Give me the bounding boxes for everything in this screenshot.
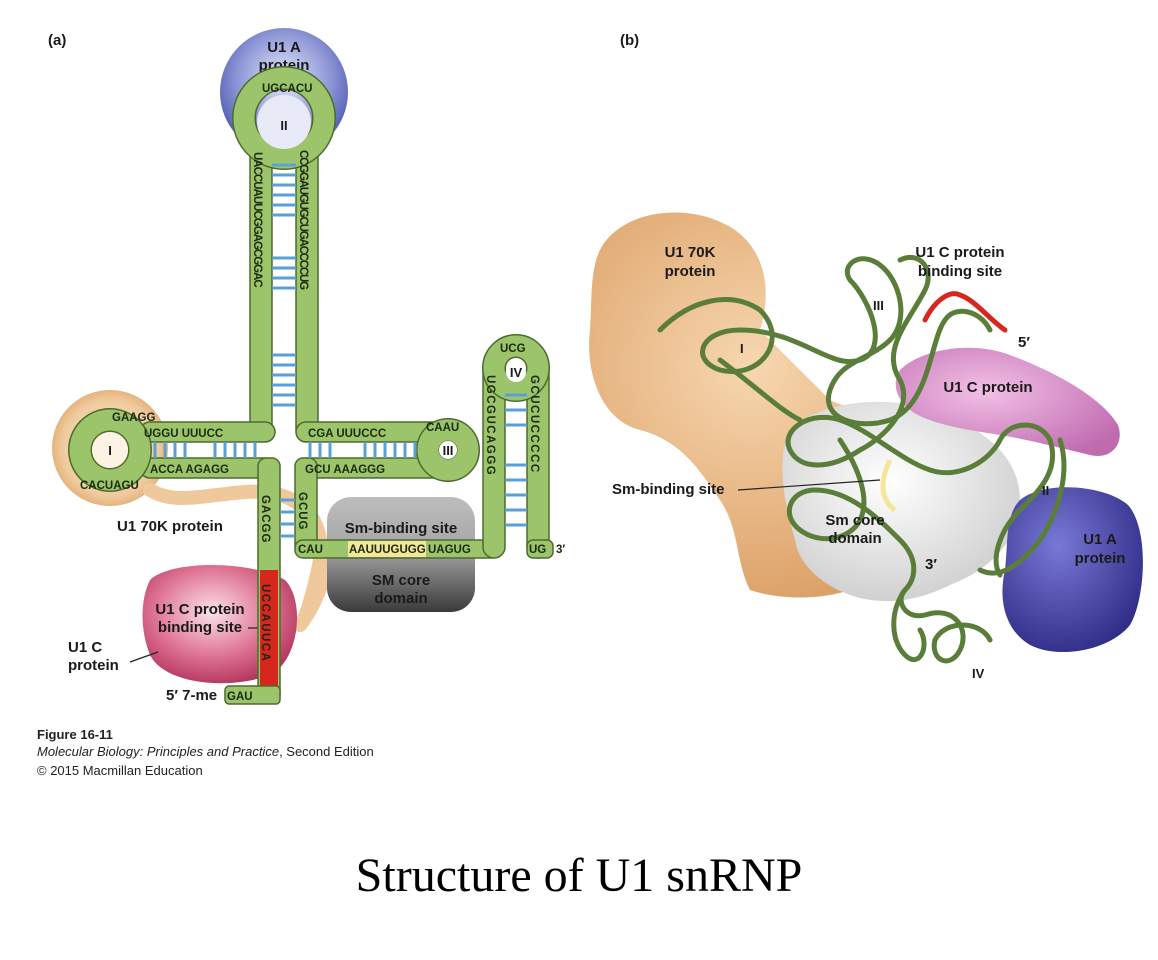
panel-a-label: (a) — [48, 32, 66, 49]
loop1-low-seq: CACUAGU — [80, 480, 139, 492]
red-site-seq: UCCAUUCA — [259, 584, 271, 662]
sm-seq-pre: CAU — [298, 544, 323, 556]
panel-b-label: (b) — [620, 32, 639, 49]
u1c-binding-site-label-1: U1 C protein — [155, 601, 244, 618]
stem3-bottom-seq: GCU AAAGGG — [305, 464, 385, 476]
u1a-label-b-2: protein — [1075, 550, 1126, 567]
five-prime-seq: GAU — [227, 691, 253, 703]
stem1-top-seq: UGGU UUUCC — [144, 428, 223, 440]
roman-i-b: I — [740, 341, 744, 356]
loop4-seq: UCG — [500, 343, 526, 355]
slide-title: Structure of U1 snRNP — [355, 849, 803, 902]
stem2-right-seq: CCGGAUGUGCUGACCCCUG — [297, 150, 309, 290]
stem3-top-seq: CGA UUUCCC — [308, 428, 386, 440]
u1a-label-b-1: U1 A — [1083, 531, 1117, 548]
figure-source-edition: , Second Edition — [279, 744, 374, 759]
u1c-protein-surface — [895, 347, 1120, 456]
loop3-seq: CAAU — [426, 422, 459, 434]
sm-core-label-2: domain — [374, 590, 427, 607]
roman-iv-b: IV — [972, 666, 985, 681]
sm-core-label-b-2: domain — [828, 530, 881, 547]
u1-70k-label: U1 70K protein — [117, 518, 223, 535]
five-prime-label: 5′ 7-me — [166, 687, 217, 704]
sm-core-label-1: SM core — [372, 572, 430, 589]
u1c-protein-label-b: U1 C protein — [943, 379, 1032, 396]
figure-source: Molecular Biology: Principles and Practi… — [37, 744, 374, 759]
u1a-protein-label-1: U1 A — [267, 39, 301, 56]
figure-copyright: © 2015 Macmillan Education — [37, 763, 203, 778]
u1a-protein-surface — [1002, 487, 1143, 653]
u1c-binding-site-red — [922, 291, 1008, 333]
stem4-right-seq: GCUCUCCCCC — [528, 375, 540, 474]
rna-tube — [657, 254, 1067, 664]
u1-70k-label-b-1: U1 70K — [665, 244, 716, 261]
u1c-site-label-1: U1 C protein — [915, 244, 1004, 261]
sm-seq-site: AAUUUGUGG — [349, 544, 426, 556]
sm-binding-site-leader-b — [737, 479, 881, 491]
loop-iii-label: III — [443, 443, 454, 458]
loop1-seq: GAAGG — [112, 412, 156, 424]
five-prime-b: 5′ — [1018, 334, 1030, 351]
roman-iii-b: III — [873, 298, 884, 313]
sm-core-label-b-1: Sm core — [825, 512, 884, 529]
figure-source-book: Molecular Biology: Principles and Practi… — [37, 744, 280, 759]
sm-binding-site-label-b: Sm-binding site — [612, 481, 725, 498]
u1c-site-label-2: binding site — [918, 263, 1002, 280]
loop-i-label: I — [108, 443, 112, 458]
loop-iv-label: IV — [510, 365, 523, 380]
loop-ii-label: II — [280, 118, 287, 133]
u1-70k-label-b-2: protein — [665, 263, 716, 280]
sm-seq-post: UAGUG — [428, 544, 471, 556]
u1c-protein-label-2: protein — [68, 657, 119, 674]
rna-secondary-structure — [68, 66, 554, 705]
central-right-seq: GCUG — [296, 492, 308, 531]
stem1-bottom-seq: ACCA AGAGG — [150, 464, 229, 476]
three-prime-label: 3′ — [556, 544, 565, 556]
sm-core-surface — [782, 401, 1020, 602]
u1c-protein-leader — [129, 651, 159, 663]
u1c-binding-site-label-2: binding site — [158, 619, 242, 636]
stem4-left-seq: UGCGUCAGGG — [484, 375, 496, 476]
u1c-protein-label-1: U1 C — [68, 639, 102, 656]
stem2-left-seq: UACCUAUUCGGAGCGGAC — [251, 152, 263, 287]
loop2-seq: UGCACU — [262, 83, 312, 95]
figure-number: Figure 16-11 — [37, 727, 113, 742]
roman-ii-b: II — [1042, 483, 1049, 498]
three-prime-seq: UG — [529, 544, 546, 556]
central-left-seq: GACGG — [259, 495, 271, 543]
sm-binding-site-yellow — [880, 458, 897, 513]
three-prime-b: 3′ — [925, 556, 937, 573]
sm-binding-site-label: Sm-binding site — [345, 520, 458, 537]
